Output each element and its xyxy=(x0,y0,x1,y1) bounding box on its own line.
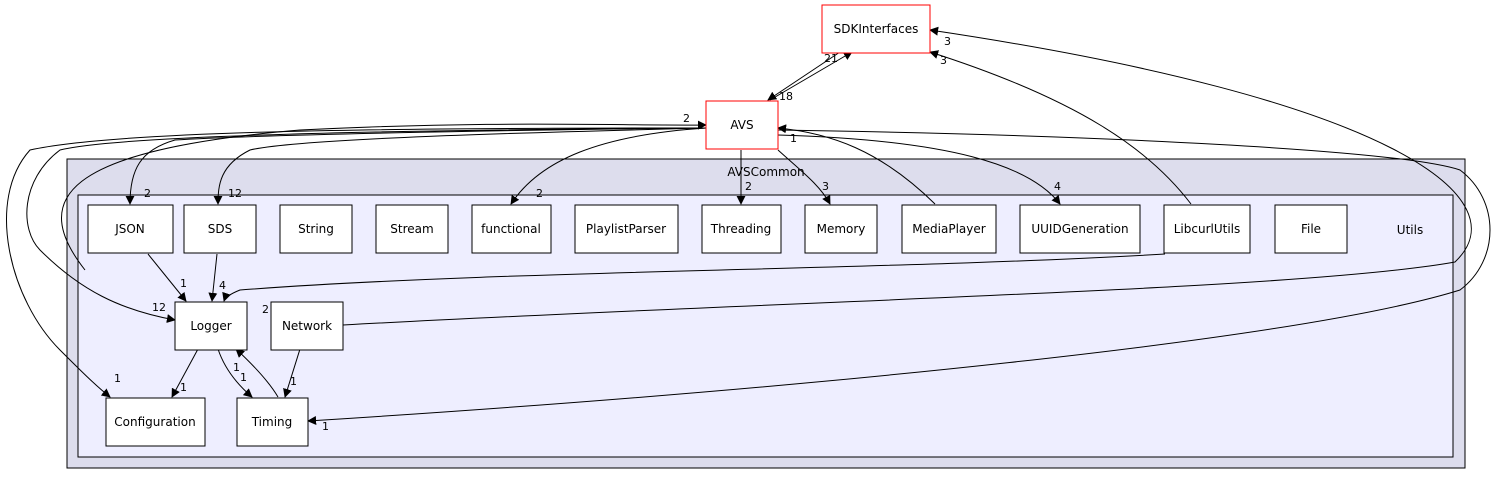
edge-avs-to-sdkinterfaces xyxy=(769,51,853,101)
edge-label-avs-to-functional: 2 xyxy=(536,187,543,200)
node-logger-label: Logger xyxy=(190,319,231,333)
node-file[interactable]: File xyxy=(1274,204,1348,254)
node-network-label: Network xyxy=(282,319,332,333)
node-sdkinterfaces-label: SDKInterfaces xyxy=(834,22,919,36)
edge-label-avs-to-sds: 12 xyxy=(228,187,242,200)
edge-avs-to-timing xyxy=(307,129,1491,425)
edge-label-logger-to-configuration: 1 xyxy=(180,381,187,394)
node-threading[interactable]: Threading xyxy=(701,204,782,254)
edge-logger-to-timing xyxy=(217,348,253,398)
edge-label-avs-to-uuidgeneration: 4 xyxy=(1054,180,1061,193)
node-stream-label: Stream xyxy=(390,222,433,236)
node-playlistparser-label: PlaylistParser xyxy=(586,222,666,236)
edge-label-logger-to-timing: 1 xyxy=(240,371,247,384)
edge-label-avs-to-sdkinterfaces: 21 xyxy=(824,52,838,65)
node-playlistparser[interactable]: PlaylistParser xyxy=(574,204,679,254)
node-avs[interactable]: AVS xyxy=(705,100,779,150)
node-uuidgeneration-label: UUIDGeneration xyxy=(1031,222,1128,236)
edge-logger-to-configuration xyxy=(171,348,199,398)
node-network[interactable]: Network xyxy=(270,301,344,351)
edge-avs-to-memory xyxy=(777,149,831,205)
edge-libcurlutils-to-sdkinterfaces xyxy=(929,50,1192,205)
edge-label-sdkinterfaces-to-avs: 18 xyxy=(779,90,793,103)
edge-timing-to-logger xyxy=(235,348,279,398)
edge-sds-to-logger xyxy=(208,253,218,302)
node-configuration-label: Configuration xyxy=(114,415,195,429)
edge-json-to-logger xyxy=(147,253,187,302)
node-timing-label: Timing xyxy=(251,415,293,429)
node-memory-label: Memory xyxy=(817,222,866,236)
edge-label-avs-to-timing: 1 xyxy=(322,420,329,433)
node-sdkinterfaces[interactable]: SDKInterfaces xyxy=(821,4,931,54)
node-uuidgeneration[interactable]: UUIDGeneration xyxy=(1019,204,1141,254)
node-stream[interactable]: Stream xyxy=(375,204,449,254)
node-libcurlutils[interactable]: LibcurlUtils xyxy=(1163,204,1251,254)
edge-network-to-sdkinterfaces xyxy=(342,26,1472,326)
edges xyxy=(6,26,1491,425)
edge-label-timing-to-logger: 1 xyxy=(233,361,240,374)
node-functional-label: functional xyxy=(481,222,541,236)
node-mediaplayer[interactable]: MediaPlayer xyxy=(901,204,997,254)
edge-label-json-to-logger: 1 xyxy=(180,277,187,290)
edge-avs-to-configuration xyxy=(6,127,707,398)
node-sds[interactable]: SDS xyxy=(183,204,257,254)
edge-avs-to-sds xyxy=(213,127,707,205)
edge-label-network-to-timing: 1 xyxy=(290,375,297,388)
edge-network-to-timing xyxy=(283,348,301,398)
node-json-label: JSON xyxy=(114,222,145,236)
node-libcurlutils-label: LibcurlUtils xyxy=(1174,222,1241,236)
edge-label-mediaplayer-to-avs: 1 xyxy=(790,132,797,145)
node-json[interactable]: JSON xyxy=(87,204,174,254)
node-file-label: File xyxy=(1301,222,1321,236)
node-avs-label: AVS xyxy=(730,118,753,132)
node-threading-label: Threading xyxy=(710,222,772,236)
edge-labels: 21 18 3 3 2 2 12 2 2 3 4 1 1 4 12 2 1 1 … xyxy=(114,35,1061,433)
edge-avs-to-uuidgeneration xyxy=(777,134,1061,205)
node-logger[interactable]: Logger xyxy=(174,301,248,351)
edge-label-avs-to-logger: 12 xyxy=(152,301,166,314)
edge-label-network-to-sdkinterfaces: 3 xyxy=(940,54,947,67)
edge-avs-to-json xyxy=(125,127,707,205)
edge-label-avs-to-threading: 2 xyxy=(745,180,752,193)
edge-label-sds-to-logger: 4 xyxy=(219,279,226,292)
edge-libcurlutils-to-logger xyxy=(222,253,1166,302)
edge-label-avs-to-configuration: 1 xyxy=(114,372,121,385)
edge-label-libcurlutils-to-logger: 2 xyxy=(262,303,269,316)
edge-label-libcurlutils-to-sdkinterfaces: 3 xyxy=(944,35,951,48)
edge-label-avs-to-json: 2 xyxy=(144,187,151,200)
node-timing[interactable]: Timing xyxy=(236,397,309,447)
node-string-label: String xyxy=(298,222,334,236)
node-mediaplayer-label: MediaPlayer xyxy=(912,222,985,236)
cluster-utils-label: Utils xyxy=(1397,223,1423,237)
edge-avs-to-logger xyxy=(26,127,707,323)
node-configuration[interactable]: Configuration xyxy=(105,397,206,447)
edge-label-json-to-avs: 2 xyxy=(683,112,690,125)
node-memory[interactable]: Memory xyxy=(804,204,878,254)
edge-sdkinterfaces-to-avs xyxy=(767,51,841,101)
node-functional[interactable]: functional xyxy=(471,204,552,254)
cluster-avscommon-label: AVSCommon xyxy=(727,165,804,179)
node-string[interactable]: String xyxy=(279,204,353,254)
node-sds-label: SDS xyxy=(208,222,232,236)
edge-json-to-avs xyxy=(61,120,707,271)
edge-label-avs-to-memory: 3 xyxy=(822,180,829,193)
edge-avs-to-functional xyxy=(510,127,707,205)
